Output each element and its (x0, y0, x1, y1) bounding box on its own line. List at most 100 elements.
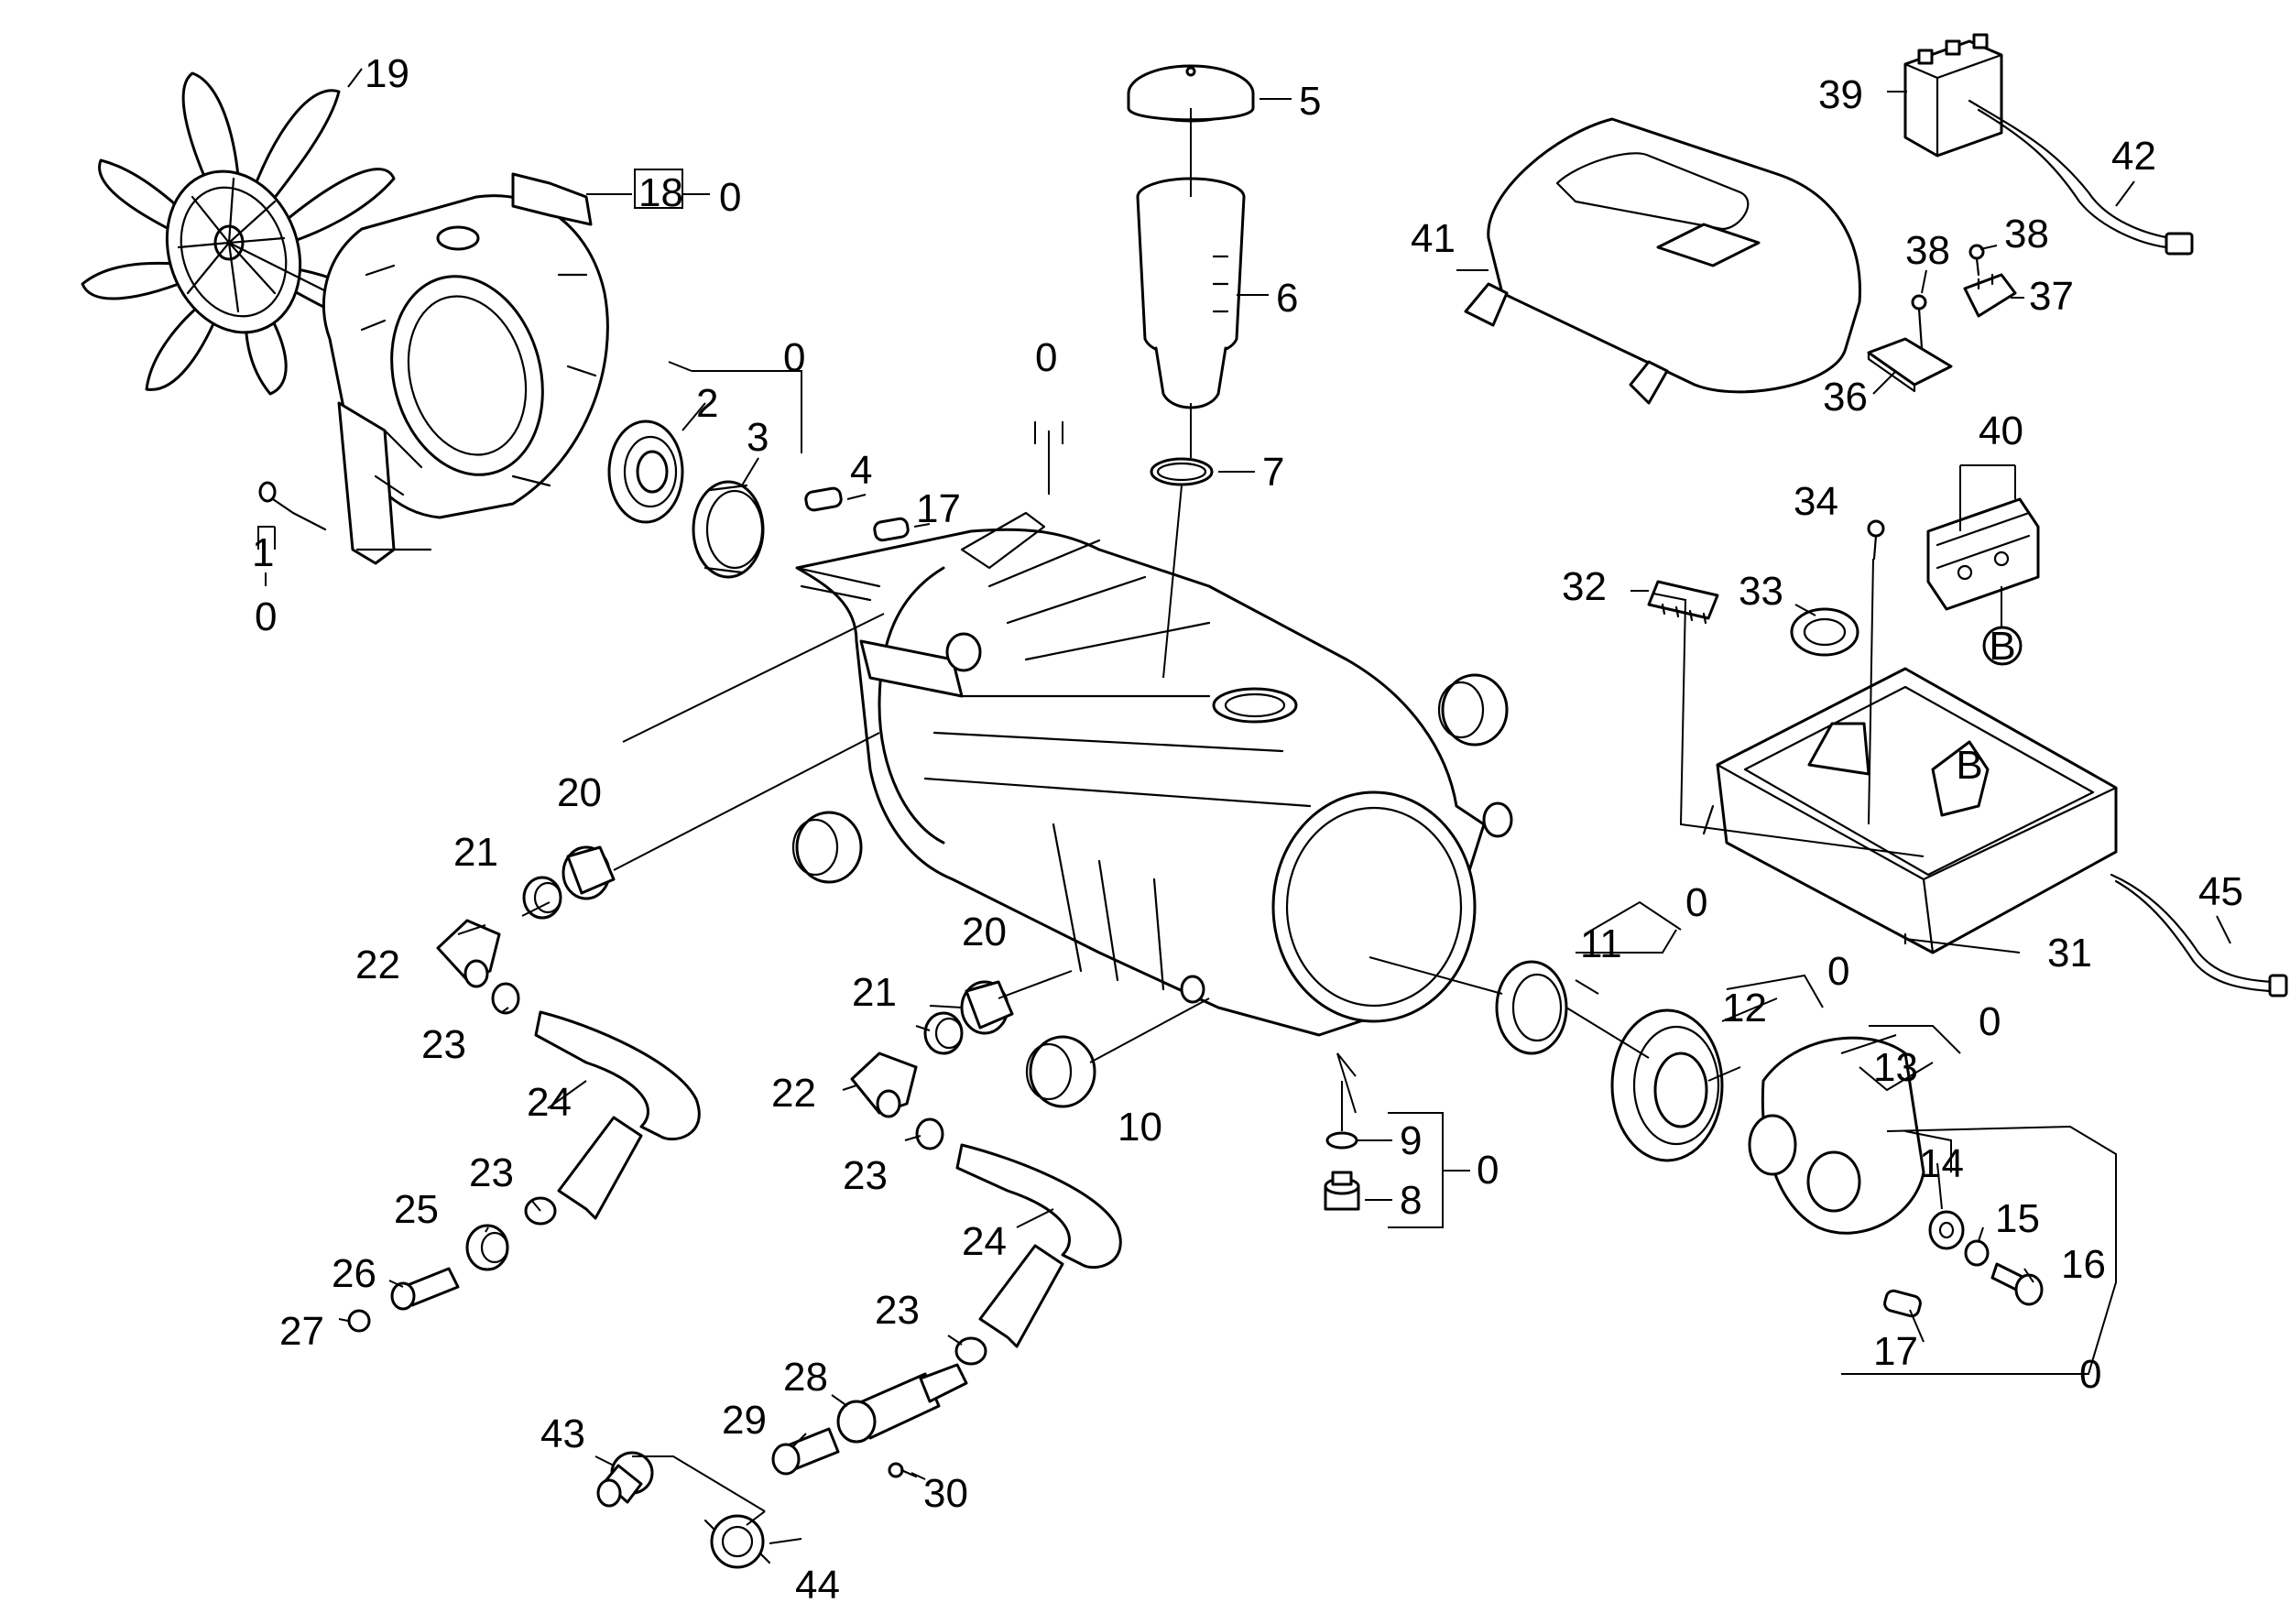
clip-part-37 (1963, 273, 2017, 318)
label-part-6: 6 (1276, 276, 1298, 321)
label-part-17: 17 (916, 486, 961, 531)
label-part-11-zero: 0 (1685, 880, 1707, 925)
seal-part-11 (1495, 960, 1568, 1055)
o-ring-part-27 (347, 1309, 371, 1333)
clamp-part-23-left (491, 982, 520, 1015)
washer-part-9 (1325, 1131, 1358, 1150)
label-part-45: 45 (2198, 869, 2243, 914)
lock-washer-part-15 (1964, 1239, 1990, 1267)
label-part-5: 5 (1299, 79, 1321, 124)
cover-part-41 (1464, 117, 1861, 405)
label-zero-housing: 0 (1035, 335, 1057, 380)
nipple-part-26 (390, 1267, 460, 1311)
key-part-4 (804, 486, 843, 512)
valve-part-28 (836, 1363, 968, 1444)
label-part-24-left: 24 (527, 1080, 572, 1125)
bolt-part-16 (1990, 1262, 2044, 1306)
label-part-23-left: 23 (421, 1022, 466, 1067)
motor-housing (795, 511, 1513, 1037)
label-part-13: 13 (1873, 1045, 1918, 1090)
coupling-part-43 (596, 1451, 654, 1508)
label-b-in-box: B (1956, 743, 1982, 788)
label-part-36: 36 (1823, 375, 1868, 420)
label-part-21-center: 21 (852, 970, 897, 1015)
label-part-8: 8 (1400, 1178, 1422, 1223)
screw-part-38-a (1968, 244, 1985, 277)
electrical-box-part-31: B (1702, 667, 2118, 954)
label-part-27: 27 (279, 1309, 324, 1354)
washer-part-14 (1928, 1210, 1965, 1250)
label-part-2: 2 (696, 381, 718, 426)
fan-impeller (81, 71, 442, 396)
circled-b-text: B (1989, 624, 2015, 669)
label-part-7: 7 (1262, 450, 1284, 495)
label-part-11: 11 (1580, 921, 1622, 966)
label-part-21-left: 21 (453, 830, 498, 875)
nozzle-part-29 (771, 1427, 840, 1476)
label-part-41: 41 (1411, 216, 1456, 261)
label-part-23-center: 23 (843, 1153, 888, 1198)
contactor-part-39 (1903, 33, 2003, 158)
label-part-13-zero: 0 (1979, 999, 2001, 1044)
cable-part-45 (2110, 873, 2288, 997)
label-part-22-left: 22 (355, 943, 400, 987)
label-part-30: 30 (923, 1471, 968, 1516)
grommet-part-33 (1790, 607, 1859, 657)
screw-part-38-b (1911, 294, 1927, 350)
label-part-8-9-zero: 0 (1477, 1148, 1499, 1193)
clamp-part-23-center (915, 1117, 944, 1150)
label-part-33: 33 (1739, 569, 1783, 614)
clamp-part-23-lower-center (954, 1336, 987, 1366)
bearing-part-12 (1610, 1008, 1724, 1162)
sleeve-part-20-left (562, 845, 616, 900)
fan-cowl (322, 172, 609, 565)
bracket-part-36 (1867, 337, 1953, 393)
label-part-42: 42 (2111, 134, 2156, 179)
label-part-34: 34 (1794, 479, 1838, 524)
screw-part-30 (888, 1462, 918, 1478)
label-part-12-zero: 0 (1827, 949, 1849, 994)
sleeve-part-20-center (960, 980, 1014, 1035)
label-part-19: 19 (365, 51, 409, 96)
roller-part-10 (1025, 1035, 1096, 1108)
label-part-25: 25 (394, 1187, 439, 1232)
label-part-4: 4 (850, 448, 872, 493)
label-part-32: 32 (1562, 564, 1607, 609)
label-part-14: 14 (1919, 1141, 1964, 1186)
plug-part-8 (1324, 1171, 1360, 1211)
circled-b-marker: B (1982, 624, 2023, 669)
spring-part-21-center (923, 1011, 964, 1055)
label-part-15: 15 (1995, 1196, 2040, 1241)
label-part-9: 9 (1400, 1118, 1422, 1163)
label-part-16: 16 (2061, 1242, 2106, 1287)
cable-part-42 (1968, 99, 2194, 256)
hose-part-24-center (955, 1143, 1122, 1348)
roller-right (1437, 673, 1509, 747)
key-part-17-bottom (1883, 1289, 1922, 1318)
elbow-part-22-center (850, 1052, 918, 1118)
label-part-40: 40 (1979, 409, 2023, 453)
spring-part-21-left (522, 876, 562, 920)
screw-part-34 (1867, 519, 1885, 561)
label-part-39: 39 (1818, 72, 1863, 117)
coupling-part-44 (703, 1514, 771, 1569)
label-part-18-zero: 0 (719, 175, 741, 220)
hose-part-24-left (534, 1010, 701, 1220)
label-part-20-center: 20 (962, 910, 1007, 954)
label-part-17-bottom: 17 (1873, 1329, 1918, 1374)
label-part-1-zero: 0 (255, 594, 277, 639)
elbow-part-22-left (436, 919, 501, 988)
label-part-29: 29 (722, 1398, 767, 1443)
label-part-3: 3 (747, 415, 769, 460)
label-part-23-lower-center: 23 (875, 1288, 920, 1333)
part-labels: 19 18 0 5 6 7 2 3 4 17 0 0 1 0 41 39 42 … (252, 51, 2243, 1608)
label-part-31: 31 (2047, 931, 2092, 975)
label-part-22-center: 22 (771, 1071, 816, 1116)
label-part-10: 10 (1118, 1105, 1162, 1150)
label-part-37: 37 (2029, 274, 2074, 319)
label-part-18: 18 (638, 170, 683, 215)
ring-part-3 (692, 480, 765, 579)
bearing-part-2 (607, 420, 684, 524)
filter-cup-part-6 (1136, 177, 1246, 409)
